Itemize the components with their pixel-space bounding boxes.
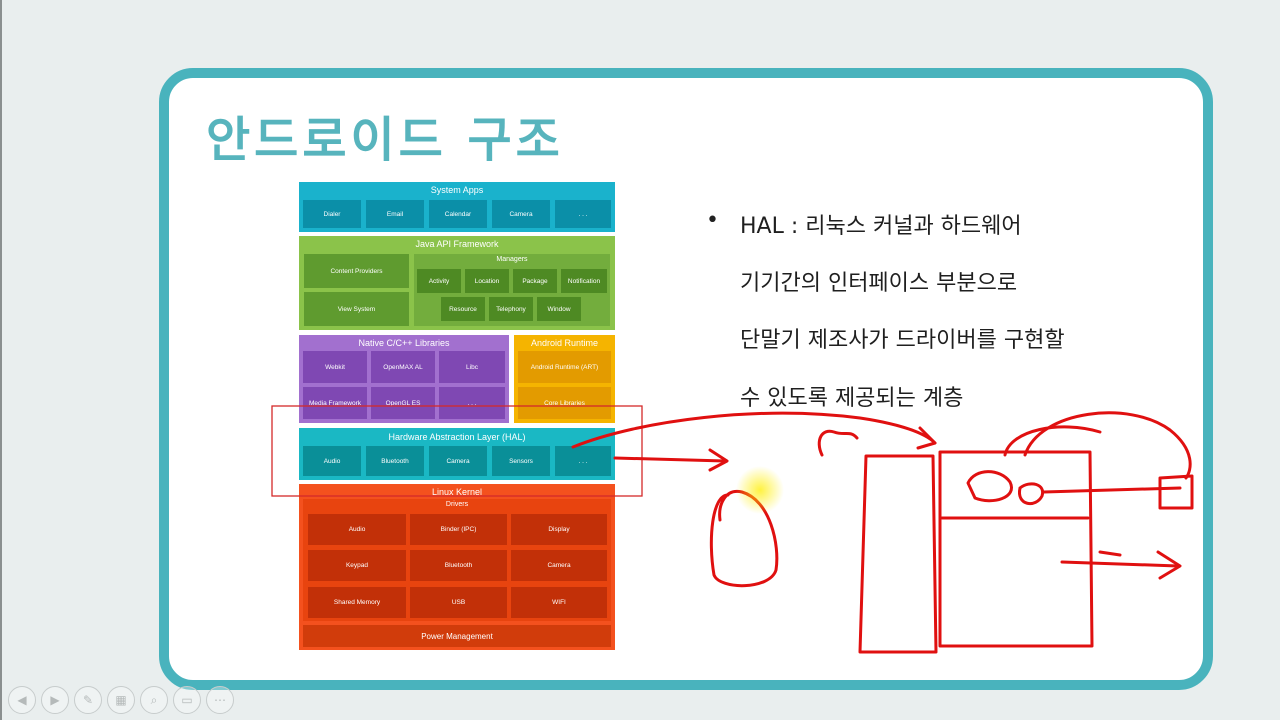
java-api-title: Java API Framework — [415, 239, 499, 249]
bullet-line-4: 수 있도록 제공되는 계층 — [740, 386, 964, 411]
hal-title: Hardware Abstraction Layer (HAL) — [388, 432, 526, 442]
driver-box: Bluetooth — [410, 550, 507, 581]
bullet-line-2: 기기간의 인터페이스 부분으로 — [740, 271, 1018, 296]
driver-box: WIFI — [511, 587, 607, 618]
managers-title: Managers — [496, 256, 528, 263]
runtime-box: Core Libraries — [518, 387, 611, 419]
driver-box: USB — [410, 587, 507, 618]
power-management-box: Power Management — [303, 625, 611, 647]
hal-box: Audio — [303, 446, 361, 476]
system-apps-title: System Apps — [430, 185, 484, 195]
hal-layer: Hardware Abstraction Layer (HAL) Audio B… — [299, 428, 615, 480]
hal-box: Bluetooth — [366, 446, 424, 476]
next-icon[interactable]: ▶ — [41, 686, 69, 714]
app-box: Dialer — [303, 200, 361, 228]
managers-group: Managers Activity Location Package Notif… — [414, 254, 610, 326]
architecture-diagram: System Apps Dialer Email Calendar Camera… — [296, 177, 620, 655]
pen-icon[interactable]: ✎ — [74, 686, 102, 714]
hal-box: . . . — [555, 446, 611, 476]
manager-box: Activity — [417, 269, 461, 293]
hal-box: Camera — [429, 446, 487, 476]
presentation-toolbar: ◀ ▶ ✎ ▦ ⌕ ▭ ⋯ — [8, 686, 234, 716]
content-providers-box: Content Providers — [304, 254, 409, 288]
drivers-title: Drivers — [445, 501, 469, 508]
manager-box: Package — [513, 269, 557, 293]
driver-box: Shared Memory — [308, 587, 406, 618]
manager-box: Window — [537, 297, 581, 321]
kernel-title: Linux Kernel — [431, 487, 483, 497]
native-libs-title: Native C/C++ Libraries — [358, 338, 450, 348]
app-box: Calendar — [429, 200, 487, 228]
bullet-line-3: 단말기 제조사가 드라이버를 구현할 — [740, 328, 1065, 353]
lib-box: Webkit — [303, 351, 367, 383]
lib-box: Libc — [439, 351, 505, 383]
java-api-layer: Java API Framework Content Providers Vie… — [299, 236, 615, 330]
prev-icon[interactable]: ◀ — [8, 686, 36, 714]
view-system-box: View System — [304, 292, 409, 326]
window-edge — [0, 0, 2, 720]
app-box: Camera — [492, 200, 550, 228]
slide-title: 안드로이드 구조 — [206, 112, 564, 168]
system-apps-layer: System Apps Dialer Email Calendar Camera… — [299, 182, 615, 232]
native-libs-layer: Native C/C++ Libraries Webkit OpenMAX AL… — [299, 335, 509, 423]
app-box: . . . — [555, 200, 611, 228]
lib-box: OpenMAX AL — [371, 351, 435, 383]
manager-box: Notification — [561, 269, 607, 293]
hal-box: Sensors — [492, 446, 550, 476]
lib-box: Media Framework — [303, 387, 367, 419]
bullet-line-1: HAL : 리눅스 커널과 하드웨어 — [740, 214, 1022, 239]
runtime-box: Android Runtime (ART) — [518, 351, 611, 383]
driver-box: Camera — [511, 550, 607, 581]
bullet-dot: • — [706, 208, 719, 233]
android-runtime-title: Android Runtime — [530, 338, 599, 348]
driver-box: Display — [511, 514, 607, 545]
slides-icon[interactable]: ▦ — [107, 686, 135, 714]
driver-box: Binder (IPC) — [410, 514, 507, 545]
driver-box: Keypad — [308, 550, 406, 581]
linux-kernel-layer: Linux Kernel Drivers Audio Binder (IPC) … — [299, 484, 615, 650]
more-icon[interactable]: ⋯ — [206, 686, 234, 714]
manager-box: Resource — [441, 297, 485, 321]
manager-box: Telephony — [489, 297, 533, 321]
drivers-group: Drivers Audio Binder (IPC) Display Keypa… — [303, 499, 611, 621]
lib-box: . . . — [439, 387, 505, 419]
subtitle-icon[interactable]: ▭ — [173, 686, 201, 714]
driver-box: Audio — [308, 514, 406, 545]
lib-box: OpenGL ES — [371, 387, 435, 419]
manager-box: Location — [465, 269, 509, 293]
zoom-icon[interactable]: ⌕ — [140, 686, 168, 714]
app-box: Email — [366, 200, 424, 228]
android-runtime-layer: Android Runtime Android Runtime (ART) Co… — [514, 335, 615, 423]
